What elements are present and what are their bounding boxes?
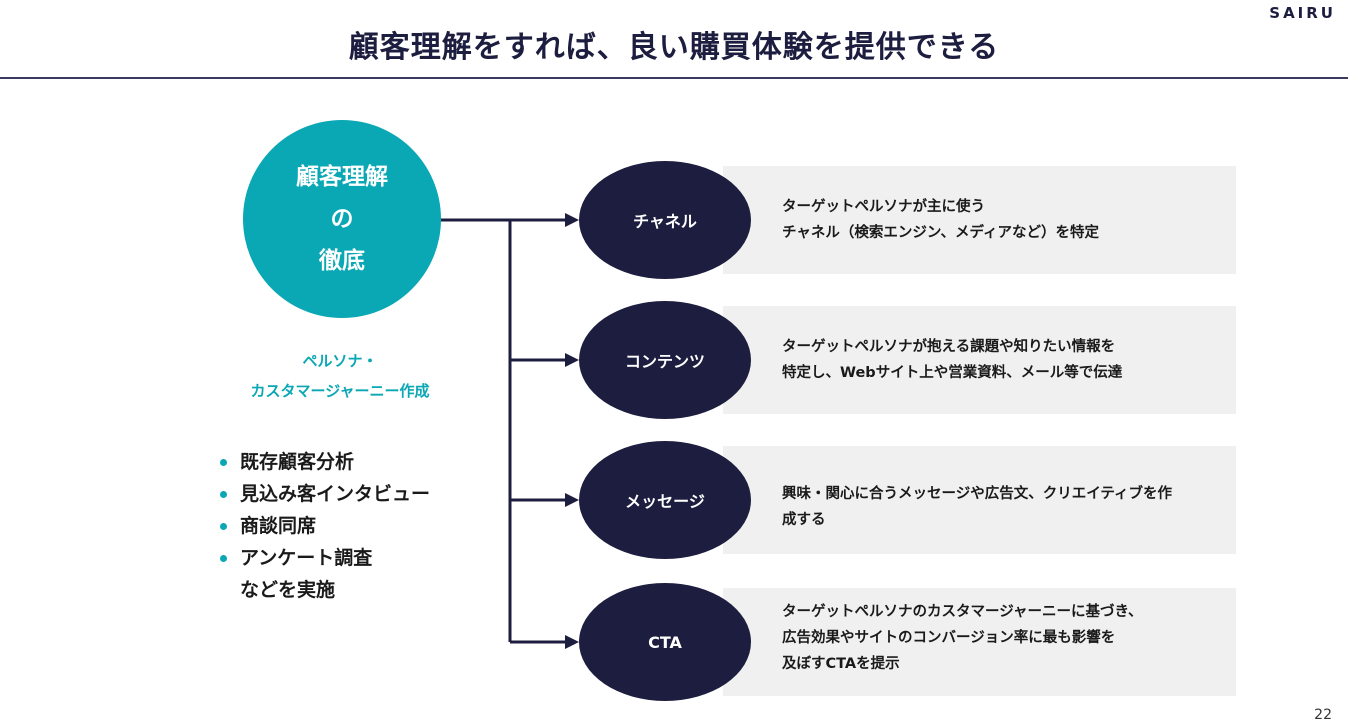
- channel-node-label: チャネル: [633, 212, 697, 231]
- company-logo: SAIRU: [1269, 4, 1336, 22]
- persona-journey-caption: ペルソナ・ カスタマージャーニー作成: [250, 352, 430, 400]
- hub-label: 顧客理解 の 徹底: [296, 164, 388, 274]
- content-description-panel: [723, 306, 1236, 414]
- list-item: 商談同席: [218, 510, 430, 542]
- message-node: メッセージ: [579, 441, 751, 559]
- arrowhead-channel: [565, 213, 579, 227]
- page-number: 22: [1314, 707, 1332, 723]
- method-label: 商談同席: [240, 515, 317, 537]
- list-item: 見込み客インタビュー: [218, 478, 430, 510]
- list-item: アンケート調査: [218, 542, 430, 574]
- page-title: 顧客理解をすれば、良い購買体験を提供できる: [348, 30, 1000, 65]
- cta-node-label: CTA: [648, 632, 682, 652]
- bullet-dot-icon: [220, 459, 227, 466]
- channel-description: ターゲットペルソナが主に使う チャネル（検索エンジン、メディアなど）を特定: [782, 199, 1099, 241]
- message-description: 興味・関心に合うメッセージや広告文、クリエイティブを作 成する: [782, 486, 1173, 528]
- arrowhead-message: [565, 493, 579, 507]
- bullet-dot-icon: [220, 555, 227, 562]
- cta-description-panel: [723, 588, 1236, 696]
- message-description-panel: [723, 446, 1236, 554]
- customer-understanding-circle: 顧客理解 の 徹底: [243, 120, 441, 318]
- list-item: 既存顧客分析: [218, 446, 430, 478]
- method-label: 既存顧客分析: [240, 451, 355, 473]
- cta-node: CTA: [579, 583, 751, 701]
- channel-description-panel: [723, 166, 1236, 274]
- method-label: 見込み客インタビュー: [240, 483, 431, 505]
- title-divider: [0, 77, 1348, 79]
- cta-description: ターゲットペルソナのカスタマージャーニーに基づき、 広告効果やサイトのコンバージ…: [782, 604, 1143, 672]
- arrowhead-content: [565, 353, 579, 367]
- method-note: などを実施: [240, 579, 336, 601]
- channel-node: チャネル: [579, 161, 751, 279]
- message-node-label: メッセージ: [625, 492, 705, 511]
- content-description: ターゲットペルソナが抱える課題や知りたい情報を 特定し、Webサイト上や営業資料…: [782, 339, 1123, 381]
- arrowhead-cta: [565, 635, 579, 649]
- content-node-label: コンテンツ: [624, 352, 705, 371]
- bullet-dot-icon: [220, 523, 227, 530]
- research-method-list: 既存顧客分析 見込み客インタビュー 商談同席 アンケート調査: [218, 446, 430, 574]
- method-label: アンケート調査: [240, 547, 373, 569]
- content-node: コンテンツ: [579, 301, 751, 419]
- bullet-dot-icon: [220, 491, 227, 498]
